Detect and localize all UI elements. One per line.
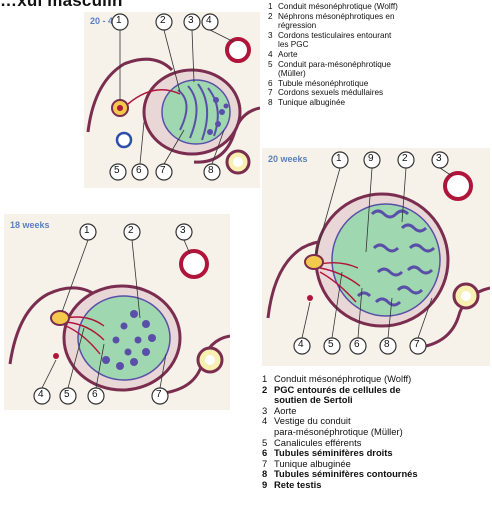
callout-top-1: 1 [116, 15, 122, 26]
legend-row: soutien de Sertoli [262, 395, 490, 406]
callout-left-5: 5 [64, 389, 70, 400]
callout-right-7: 7 [414, 339, 420, 350]
callout-top-4: 4 [206, 15, 212, 26]
callout-left-3: 3 [180, 225, 186, 236]
callout-top-5: 5 [114, 165, 120, 176]
callout-top-2: 2 [160, 15, 166, 26]
callout-right-5: 5 [328, 339, 334, 350]
callout-right-4: 4 [298, 339, 304, 350]
callout-right-1: 1 [336, 153, 342, 164]
legend-row: para-mésonéphrotique (Müller) [262, 427, 490, 438]
callout-top-8: 8 [208, 165, 214, 176]
legend-row: régression [268, 21, 490, 31]
callout-left-1: 1 [84, 225, 90, 236]
callout-left-4: 4 [38, 389, 44, 400]
panel-left-drawing [4, 214, 230, 410]
callout-top-3: 3 [188, 15, 194, 26]
callout-right-6: 6 [354, 339, 360, 350]
legend-row: (Müller) [268, 69, 490, 79]
diagram-panel-20-49: 20 - 49 [84, 12, 260, 188]
callout-left-7: 7 [156, 389, 162, 400]
callout-top-7: 7 [160, 165, 166, 176]
legend-row: les PGC [268, 40, 490, 50]
callout-right-8: 8 [384, 339, 390, 350]
page-title: …xul masculin [0, 0, 123, 11]
panel-top-drawing [84, 12, 260, 188]
diagram-panel-20-weeks: 20 weeks 1 9 2 3 [262, 148, 490, 366]
callout-right-2: 2 [402, 153, 408, 164]
callout-top-6: 6 [136, 165, 142, 176]
panel-right-drawing [262, 148, 490, 366]
callout-right-3: 3 [436, 153, 442, 164]
callout-left-2: 2 [128, 225, 134, 236]
callout-right-9: 9 [368, 153, 374, 164]
diagram-panel-18-weeks: 18 weeks 1 2 3 4 5 6 [4, 214, 230, 410]
callout-left-6: 6 [92, 389, 98, 400]
